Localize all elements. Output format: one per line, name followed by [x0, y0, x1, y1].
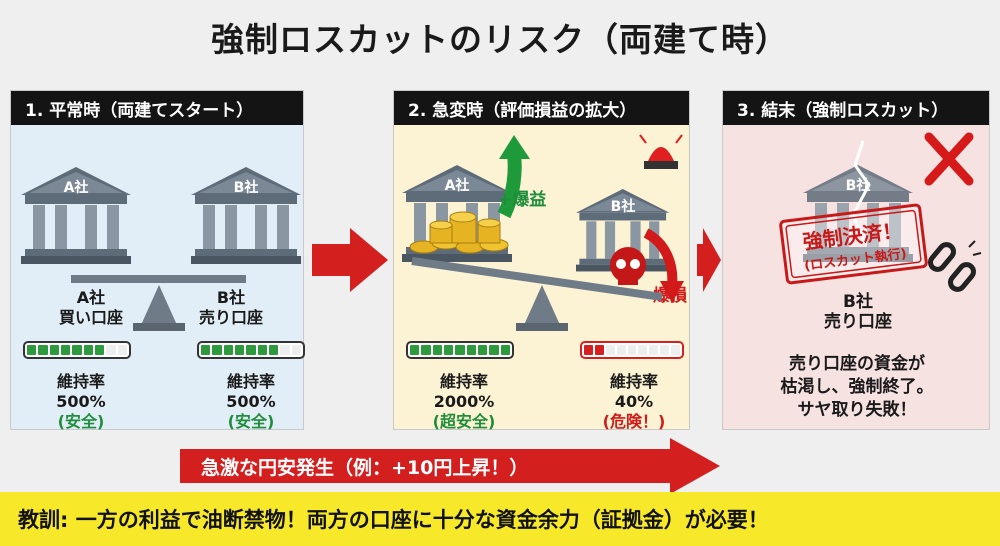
- balance-scale-icon: [411, 257, 663, 331]
- rate-right: 維持率 40% (危険！): [602, 372, 666, 431]
- bank-label-left: A社: [445, 177, 470, 194]
- result-text: 売り口座の資金が 枯渇し、強制終了。 サヤ取り失敗！: [780, 354, 934, 420]
- bank-label: B社: [846, 177, 871, 194]
- rate-right: 維持率 500% (安全): [226, 372, 276, 431]
- bank-label-right: B社: [234, 179, 259, 196]
- panel-result-illustration: B社 強制決済！ (ロスカット執行): [779, 132, 982, 292]
- balance-scale-icon: [71, 275, 246, 331]
- gain-label: +爆益: [498, 189, 546, 210]
- margin-gauge-right: [197, 341, 305, 359]
- margin-gauge-left: [406, 341, 514, 359]
- event-label: 急激な円安発生（例：+10円上昇！）: [201, 456, 529, 479]
- panel-header: 3. 結末（強制ロスカット）: [723, 91, 989, 125]
- flow-arrow-1: [312, 228, 388, 292]
- coin-stack-icon: [409, 211, 509, 254]
- rate-left: 維持率 2000% (超安全): [432, 372, 496, 431]
- up-arrow-icon: [497, 135, 530, 219]
- skull-icon: [610, 247, 646, 285]
- panel-shock-illustration: A社 +爆益 B社: [402, 134, 688, 331]
- event-arrow: [180, 438, 720, 494]
- margin-gauge-left: [23, 341, 131, 359]
- page-title: 強制ロスカットのリスク（両建て時）: [211, 20, 789, 59]
- panel-shock: 2. 急変時（評価損益の拡大） A社 +爆益 B社: [393, 90, 690, 431]
- panel-result: 3. 結末（強制ロスカット） B社 強制決済！ (ロスカット執行) B社 売り口…: [722, 90, 990, 430]
- bank-label-left: A社: [64, 179, 89, 196]
- bank-label-right: B社: [611, 198, 636, 215]
- margin-gauge-right: [580, 341, 684, 359]
- cross-icon: [924, 132, 974, 186]
- siren-icon: [639, 134, 683, 169]
- panel-normal-illustration: A社 B社: [21, 167, 301, 331]
- panel-header: 2. 急変時（評価損益の拡大）: [394, 91, 689, 125]
- account-label-right: B社 売り口座: [198, 288, 263, 327]
- account-label: B社 売り口座: [824, 292, 892, 332]
- lesson-banner: 教訓: 一方の利益で油断禁物！両方の口座に十分な資金余力（証拠金）が必要！: [0, 492, 1000, 546]
- down-arrow-icon: [643, 228, 684, 303]
- rate-left: 維持率 500% (安全): [56, 372, 106, 431]
- panel-header: 1. 平常時（両建てスタート）: [11, 91, 303, 125]
- panel-normal: 1. 平常時（両建てスタート） A社 B社 A社 買い口座 B社 売り口座 維持…: [10, 90, 305, 431]
- loss-label: -爆損: [646, 285, 688, 306]
- account-label-left: A社 買い口座: [58, 288, 123, 327]
- stamp: 強制決済！ (ロスカット執行): [779, 203, 928, 285]
- broken-chain-icon: [928, 240, 982, 292]
- flow-arrow-2: [697, 228, 721, 292]
